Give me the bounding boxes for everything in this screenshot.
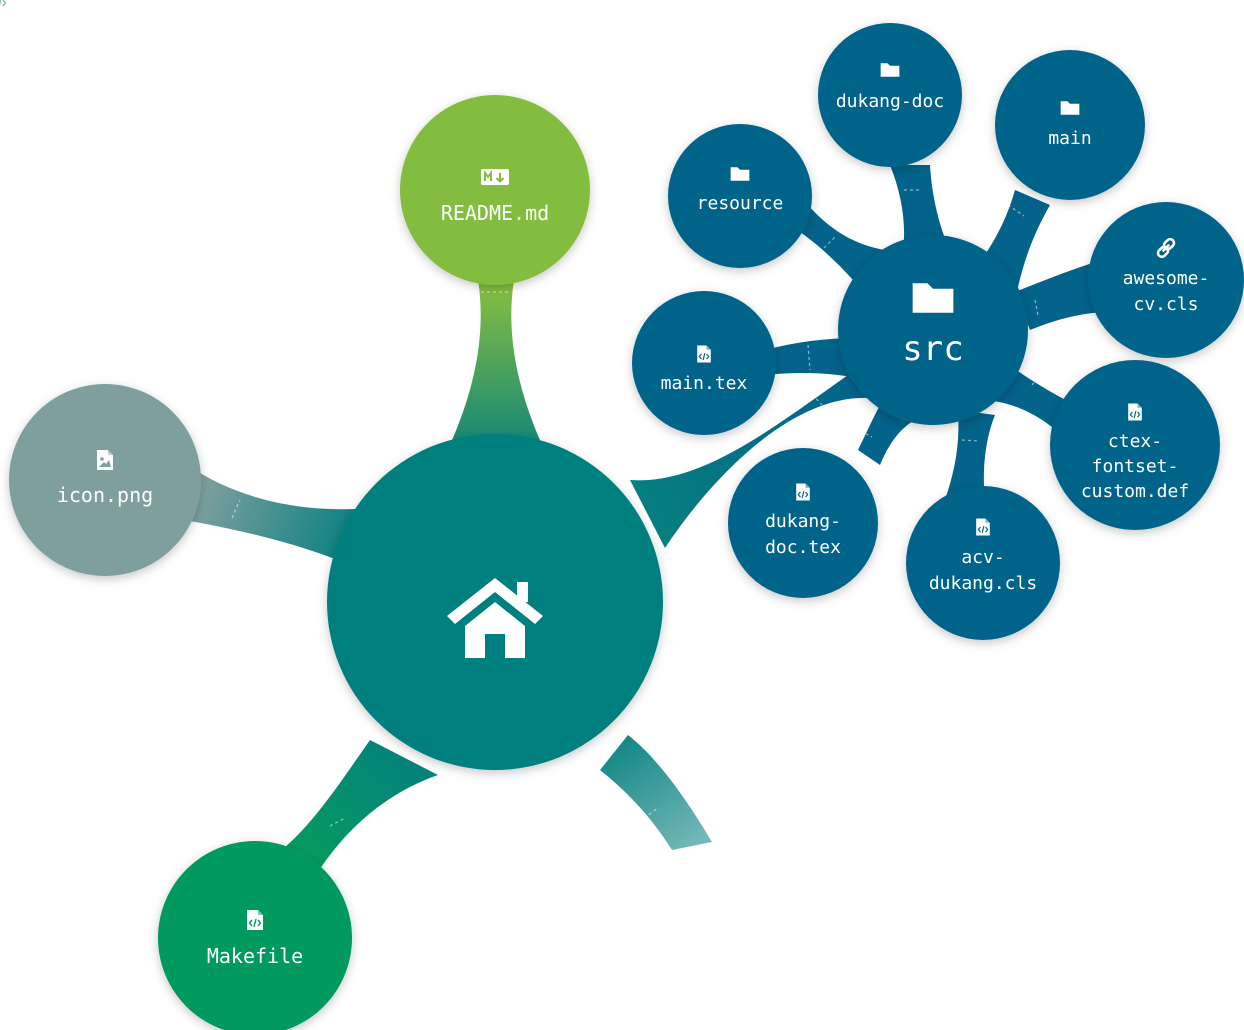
node-awesome-cv-root[interactable]: awesome-cv.cls bbox=[0, 0, 39, 10]
node-circle bbox=[632, 291, 776, 435]
node-circle bbox=[9, 384, 201, 576]
node-circle bbox=[158, 841, 352, 1030]
link-makefile bbox=[268, 740, 438, 872]
node-circle bbox=[818, 23, 962, 167]
link-awesome-root bbox=[600, 735, 712, 850]
link-readme bbox=[452, 280, 540, 440]
node-circle bbox=[906, 486, 1060, 640]
link-icon bbox=[1156, 237, 1176, 259]
root-connectors bbox=[185, 280, 868, 872]
node-main[interactable]: main bbox=[995, 50, 1145, 200]
code-file-icon bbox=[1128, 403, 1142, 421]
node-src[interactable]: src bbox=[838, 235, 1028, 425]
node-circle bbox=[995, 50, 1145, 200]
node-circle bbox=[400, 95, 590, 285]
link-icon-png bbox=[185, 470, 372, 570]
node-label: awesome- bbox=[1123, 268, 1210, 289]
node-acv-dukang[interactable]: acv-dukang.cls bbox=[906, 486, 1060, 640]
node-label: cv.cls bbox=[1133, 294, 1198, 315]
node-label: dukang.cls bbox=[929, 573, 1037, 594]
code-file-icon bbox=[976, 518, 990, 536]
node-label: custom.def bbox=[1081, 481, 1189, 502]
node-resource[interactable]: resource bbox=[668, 124, 812, 268]
code-file-icon bbox=[697, 345, 711, 363]
node-label: icon.png bbox=[57, 483, 153, 507]
node-label: README.md bbox=[441, 201, 549, 225]
folder-icon bbox=[730, 167, 750, 181]
node-label: dukang-doc bbox=[836, 91, 944, 112]
node-label: awesome- bbox=[0, 0, 39, 4]
folder-icon bbox=[1060, 101, 1080, 115]
node-label: main.tex bbox=[661, 373, 748, 394]
node-label: resource bbox=[697, 193, 784, 214]
node-label: cv.cls bbox=[0, 0, 29, 4]
link-src bbox=[630, 375, 868, 548]
code-file-icon bbox=[247, 910, 263, 930]
node-label: acv- bbox=[961, 547, 1004, 568]
folder-icon bbox=[912, 283, 954, 313]
node-label: src bbox=[902, 329, 963, 369]
node-readme[interactable]: README.md bbox=[400, 95, 590, 285]
node-label: fontset- bbox=[1092, 456, 1179, 477]
node-circle bbox=[728, 448, 878, 598]
node-circle bbox=[1088, 202, 1244, 358]
node-label: main bbox=[1048, 128, 1091, 149]
node-label: ctex- bbox=[1108, 431, 1162, 452]
connector-seams bbox=[231, 189, 1043, 827]
code-file-icon bbox=[796, 483, 810, 501]
node-circle bbox=[838, 235, 1028, 425]
code-file-icon bbox=[0, 0, 8, 10]
node-label: doc.tex bbox=[765, 537, 841, 558]
image-file-icon bbox=[97, 450, 113, 470]
node-dukang-doc-tex[interactable]: dukang-doc.tex bbox=[728, 448, 878, 598]
node-main-tex[interactable]: main.tex bbox=[632, 291, 776, 435]
node-ctex-fontset[interactable]: ctex-fontset-custom.def bbox=[1050, 360, 1220, 530]
node-label: Makefile bbox=[207, 944, 303, 968]
home-icon bbox=[447, 578, 543, 658]
node-dukang-doc[interactable]: dukang-doc bbox=[818, 23, 962, 167]
folder-icon bbox=[880, 63, 900, 77]
node-makefile[interactable]: Makefile bbox=[158, 841, 352, 1030]
node-awesome-cv-link[interactable]: awesome-cv.cls bbox=[1088, 202, 1244, 358]
node-circle bbox=[668, 124, 812, 268]
node-circle bbox=[1050, 360, 1220, 530]
node-label: dukang- bbox=[765, 511, 841, 532]
node-icon-png[interactable]: icon.png bbox=[9, 384, 201, 576]
markdown-icon bbox=[481, 169, 509, 185]
